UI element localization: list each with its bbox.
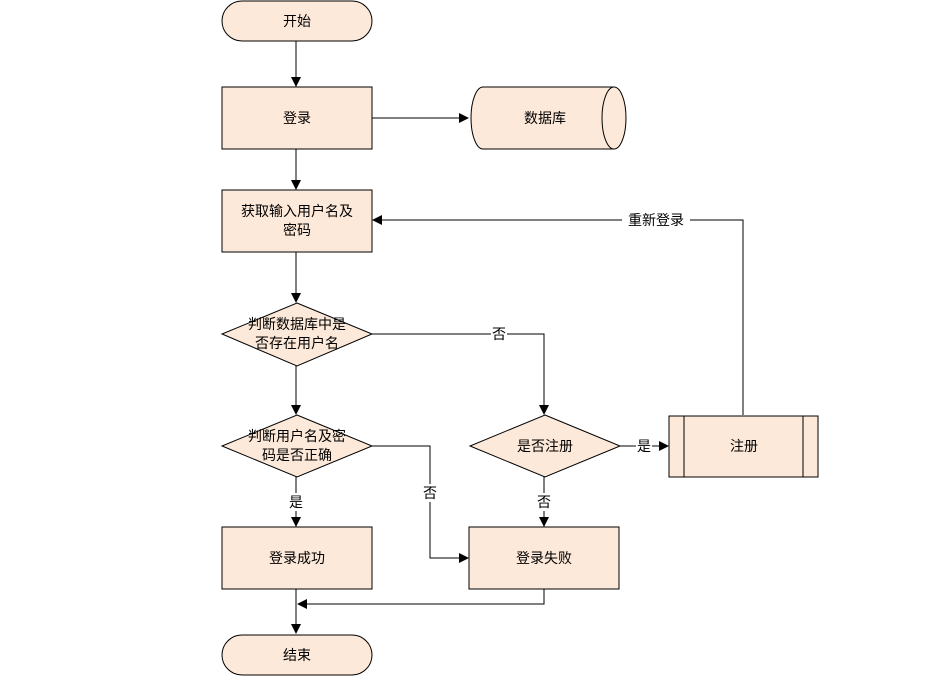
node-login: 登录 [221,86,373,150]
node-end: 结束 [221,634,373,676]
node-start-label: 开始 [283,14,311,30]
edge-label-yes-register: 是 [637,439,651,455]
edge-fail-merge [297,589,545,609]
node-start: 开始 [221,0,373,42]
node-get-input: 获取输入用户名及 密码 [221,189,373,253]
node-check-pwd-label-2: 码是否正确 [262,448,332,464]
node-register: 注册 [668,415,819,478]
node-login-fail-label: 登录失败 [516,551,572,567]
node-register-label: 注册 [730,439,758,455]
node-login-success: 登录成功 [221,526,373,590]
node-end-label: 结束 [283,648,311,664]
node-login-label: 登录 [283,111,311,127]
edge-register-input [372,215,744,415]
edge-label-relogin: 重新登录 [628,213,684,229]
node-check-user: 判断数据库中是 否存在用户名 [220,302,374,367]
node-check-user-label-1: 判断数据库中是 [248,317,346,333]
edge-label-no-user: 否 [492,327,506,343]
node-get-input-label-2: 密码 [283,222,311,239]
node-database: 数据库 [470,86,627,150]
edge-label-yes-pwd: 是 [289,495,303,511]
node-check-pwd-label-1: 判断用户名及密 [248,428,346,445]
node-login-success-label: 登录成功 [269,551,325,567]
edge-label-no-register: 否 [537,495,551,511]
node-login-fail: 登录失败 [468,526,620,590]
edge-label-no-pwd: 否 [423,486,437,502]
edges [291,41,744,634]
edge-checkpwd-fail [372,445,469,563]
edge-checkuser-registerq [372,333,549,415]
node-check-user-label-2: 否存在用户名 [255,335,339,352]
node-database-label: 数据库 [524,111,566,127]
node-check-pwd: 判断用户名及密 码是否正确 [220,414,374,478]
node-get-input-label-1: 获取输入用户名及 [241,203,353,220]
edge-labels: 重新登录 否 是 否 是 否 [288,211,690,511]
node-register-q: 是否注册 [468,414,622,478]
node-register-q-label: 是否注册 [517,439,573,455]
